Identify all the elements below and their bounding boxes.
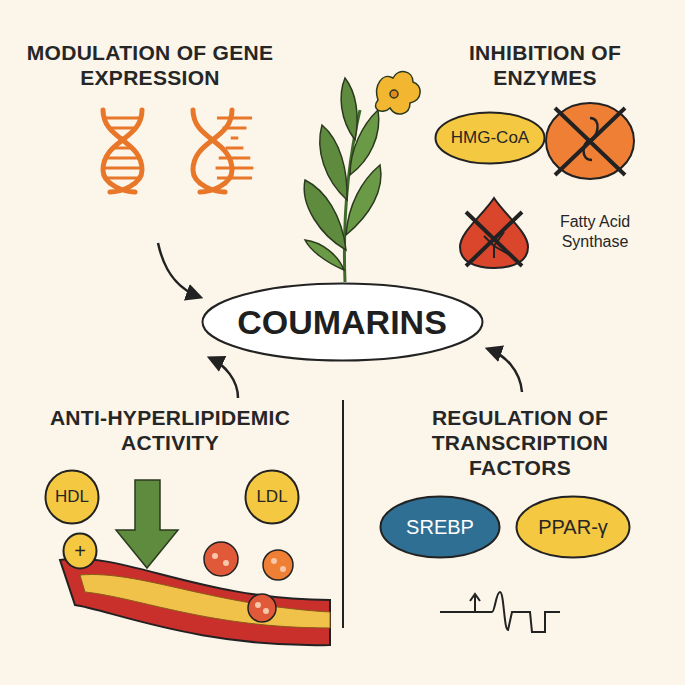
dna-helix	[103, 110, 232, 192]
factor-oval: PPAR-γ	[515, 495, 631, 559]
lipid-circle: HDL	[44, 469, 100, 525]
section-heading: REGULATION OF TRANSCRIPTION FACTORS	[415, 405, 625, 480]
section-heading-text: INHIBITION OF ENZYMES	[469, 41, 621, 89]
section-heading-text: MODULATION OF GENE EXPRESSION	[27, 41, 274, 89]
lipid-circle: LDL	[244, 469, 300, 525]
section-heading-text: REGULATION OF TRANSCRIPTION FACTORS	[432, 406, 609, 479]
lipid-particle	[204, 542, 293, 622]
center-ellipse: COUMARINS	[201, 282, 484, 362]
node-text: PPAR-γ	[538, 516, 608, 539]
crossed-drop	[460, 198, 528, 268]
section-heading: ANTI-HYPERLIPIDEMIC ACTIVITY	[25, 405, 315, 455]
enzyme-name-text: Fatty Acid Synthase	[560, 213, 630, 250]
plus-circle: +	[62, 532, 98, 570]
plant	[304, 72, 420, 282]
section-heading: MODULATION OF GENE EXPRESSION	[20, 40, 280, 90]
crossed-enzyme	[546, 103, 634, 179]
pointer-arrow	[158, 243, 522, 398]
factor-oval: SREBP	[379, 495, 501, 559]
section-heading: INHIBITION OF ENZYMES	[425, 40, 665, 90]
node-text: SREBP	[406, 516, 474, 539]
signal-icon	[440, 592, 560, 632]
enzyme-oval: HMG-CoA	[434, 111, 546, 165]
divider	[342, 400, 344, 628]
node-text: LDL	[256, 487, 287, 507]
node-text: HMG-CoA	[451, 128, 529, 148]
node-text: +	[74, 540, 86, 563]
enzyme-name: Fatty Acid Synthase	[540, 212, 650, 252]
node-text: COUMARINS	[237, 303, 447, 342]
section-heading-text: ANTI-HYPERLIPIDEMIC ACTIVITY	[50, 406, 290, 454]
node-text: HDL	[55, 487, 89, 507]
